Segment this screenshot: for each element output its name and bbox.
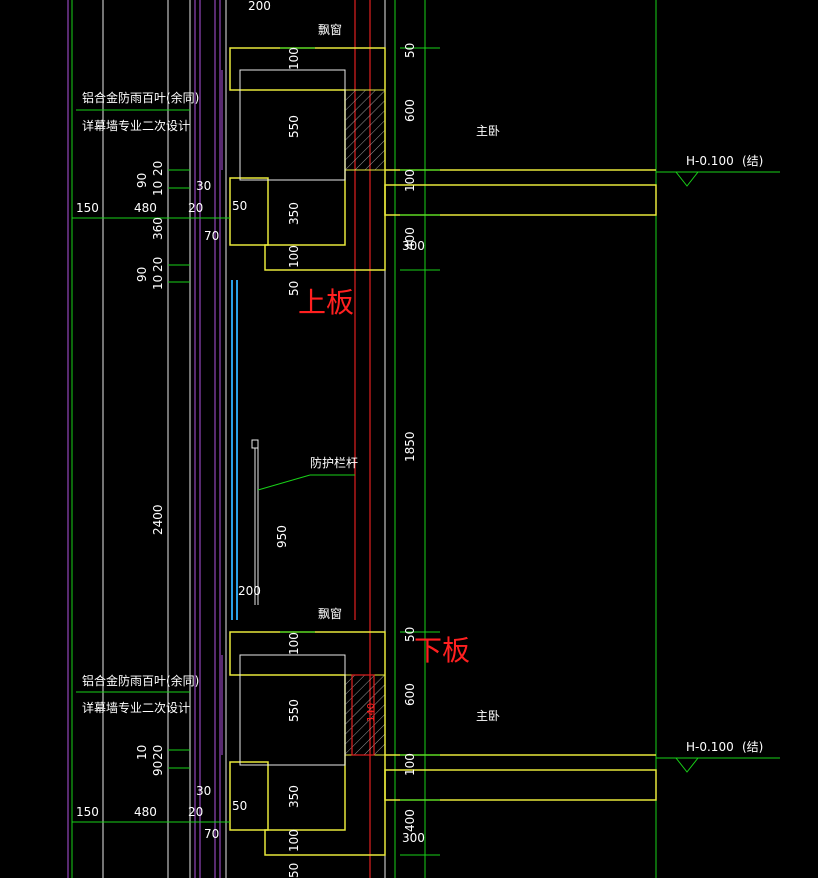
louver-note-bottom: 铝合金防雨百叶(余同): [82, 673, 199, 688]
curtain-wall-strip: [214, 0, 238, 878]
dim-left-10-a: 10: [151, 181, 165, 196]
dim-left-20-a: 20: [151, 161, 165, 176]
dim-300-bottom: 300: [402, 831, 425, 845]
dim-right-50-top: 50: [403, 43, 417, 58]
dim-h-bottom-150: 150: [76, 805, 99, 819]
dim-inner-50-bottom: 50: [287, 863, 301, 878]
dim-50-bottom: 50: [232, 799, 247, 813]
dim-left-90-a: 90: [135, 173, 149, 188]
room-label-top: 主卧: [476, 124, 500, 138]
level-marker-bottom: [656, 757, 780, 773]
dim-inner-100b-top: 100: [287, 245, 301, 268]
dim-950: 950: [275, 525, 289, 548]
dim-h-bottom-20: 20: [188, 805, 203, 819]
dim-left-20-c: 20: [151, 745, 165, 760]
dim-right-400-bottom: 400: [403, 809, 417, 832]
dim-red-140: 140: [366, 703, 377, 722]
dim-inner-350-bottom: 350: [287, 785, 301, 808]
window-label-top: 飘窗: [318, 23, 342, 37]
dim-inner-100-top: 100: [287, 47, 301, 70]
dim-left-10-c: 10: [135, 745, 149, 760]
dim-70-top: 70: [204, 229, 219, 243]
dim-h-bottom-480: 480: [134, 805, 157, 819]
dim-inner-550-bottom: 550: [287, 699, 301, 722]
dim-h-top-150: 150: [76, 201, 99, 215]
dim-inner-350-top: 350: [287, 202, 301, 225]
room-label-bottom: 主卧: [476, 709, 500, 723]
railing-symbol: [251, 439, 355, 605]
dim-left-20-b: 20: [151, 257, 165, 272]
dim-h-top-20: 20: [188, 201, 203, 215]
dim-200-top: 200: [248, 0, 271, 13]
level-note-bottom: (结): [742, 740, 763, 754]
lower-slab-label: 下板: [414, 634, 470, 667]
dim-right-600-top: 600: [403, 99, 417, 122]
dimension-lines: [72, 47, 440, 856]
curtain-note-bottom: 详幕墙专业二次设计: [82, 700, 190, 715]
dim-30-top: 30: [196, 179, 211, 193]
dim-inner-100b-bottom: 100: [287, 829, 301, 852]
dim-left-360: 360: [151, 217, 165, 240]
vertical-dims: 90 20 10 360 90 20 10 2400 10 20 90 200 …: [135, 0, 417, 878]
dim-70-bottom: 70: [204, 827, 219, 841]
dim-left-2400: 2400: [151, 504, 165, 535]
dim-inner-100-bottom: 100: [287, 632, 301, 655]
dim-left-90-b: 90: [135, 267, 149, 282]
dim-right-1850: 1850: [403, 431, 417, 462]
dim-left-90-c: 90: [151, 761, 165, 776]
dim-inner-550-top: 550: [287, 115, 301, 138]
dim-200-mid: 200: [238, 584, 261, 598]
level-note-top: (结): [742, 154, 763, 168]
dim-left-10-b: 10: [151, 275, 165, 290]
dim-right-100-bottom: 100: [403, 753, 417, 776]
dim-inner-50-top: 50: [287, 281, 301, 296]
dim-50-top: 50: [232, 199, 247, 213]
louver-note-top: 铝合金防雨百叶(余同): [82, 90, 199, 105]
level-label-bottom: H-0.100: [686, 740, 734, 754]
dim-h-top-480: 480: [134, 201, 157, 215]
curtain-note-top: 详幕墙专业二次设计: [82, 118, 190, 133]
lower-concrete-section: [229, 631, 657, 856]
level-label-top: H-0.100: [686, 154, 734, 168]
dim-right-400-top: 400: [403, 227, 417, 250]
level-marker-top: [656, 171, 780, 187]
dim-right-100-top: 100: [403, 169, 417, 192]
railing-label: 防护栏杆: [310, 455, 358, 470]
upper-concrete-section: [229, 47, 657, 271]
dim-30-bottom: 30: [196, 784, 211, 798]
dim-right-600-bottom: 600: [403, 683, 417, 706]
dim-300-top: 300: [402, 239, 425, 253]
dim-right-50-bottom: 50: [403, 627, 417, 642]
window-label-bottom: 飘窗: [318, 607, 342, 621]
upper-slab-label: 上板: [298, 286, 354, 319]
